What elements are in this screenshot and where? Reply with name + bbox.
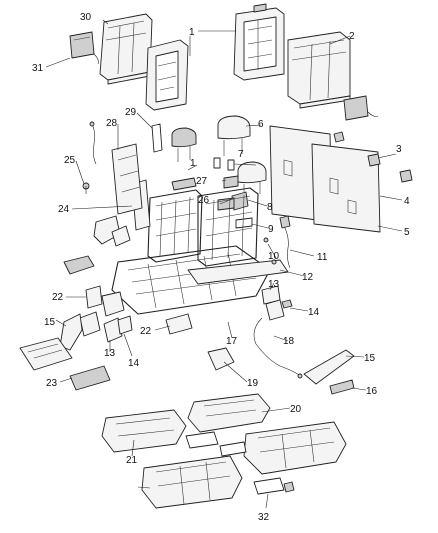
armrest-bracket-right	[343, 95, 379, 121]
clip-32	[283, 481, 295, 493]
headrest-6-lower	[237, 161, 267, 196]
seatback-frame-left	[147, 189, 203, 263]
callout-31: 31	[32, 63, 44, 74]
back-panel-31	[69, 31, 99, 65]
callout-1: 1	[189, 27, 195, 38]
leader-lines	[45, 19, 403, 509]
callout-15-right: 15	[364, 353, 376, 364]
bolt-25	[82, 182, 90, 194]
guide-sleeves-7	[213, 157, 235, 171]
seat-cushion-21-upper	[101, 409, 187, 453]
callout-22-upper: 22	[52, 292, 64, 303]
clip-3b	[399, 169, 413, 183]
pad-upper-small	[185, 431, 219, 449]
callout-26: 26	[198, 195, 210, 206]
back-panel-5	[311, 143, 381, 233]
pad-upper-right	[219, 441, 247, 457]
seat-cushion-20-lower	[243, 421, 347, 475]
callout-13-right: 13	[268, 279, 280, 290]
callout-14-right: 14	[308, 307, 320, 318]
bolts-10	[263, 237, 277, 265]
callout-9: 9	[268, 224, 274, 235]
handle-left-24	[93, 215, 131, 247]
callout-21: 21	[126, 455, 138, 466]
callout-25: 25	[64, 155, 76, 166]
cover-23b	[69, 365, 111, 391]
seatback-small-left	[99, 13, 153, 85]
callout-20: 20	[290, 404, 302, 415]
callout-labels: 1 2 3 4 5 6 7 8 9 10 11 12 13 13 14 14 1…	[32, 12, 410, 523]
callout-13-left: 13	[104, 348, 116, 359]
bezel-9	[235, 217, 253, 229]
callout-23: 23	[46, 378, 58, 389]
callout-14-left: 14	[128, 358, 140, 369]
callout-2: 2	[349, 31, 355, 42]
callout-12: 12	[302, 272, 314, 283]
seatback-frame-1-left	[145, 39, 189, 111]
callout-27: 27	[196, 176, 208, 187]
bracket-14-right	[265, 299, 293, 321]
callout-22-lower: 22	[140, 326, 152, 337]
cover-left-front	[63, 255, 95, 275]
callout-29: 29	[125, 107, 137, 118]
callout-30: 30	[80, 12, 92, 23]
trim-16	[329, 379, 355, 395]
bracket-22-upper	[85, 285, 103, 309]
callout-1-lower: 1	[190, 158, 196, 169]
callout-4: 4	[404, 196, 410, 207]
trim-15-left	[59, 313, 83, 351]
latch-27	[223, 175, 239, 189]
callout-16: 16	[366, 386, 378, 397]
latch-14-left	[117, 315, 133, 335]
cover-19	[207, 347, 235, 371]
bracket-22-lower	[165, 313, 193, 335]
callout-6: 6	[258, 119, 264, 130]
callout-3: 3	[396, 144, 402, 155]
seat-cushion-frame	[111, 245, 271, 315]
seatback-2	[287, 31, 351, 109]
tray-23	[19, 337, 73, 371]
callout-8: 8	[267, 202, 273, 213]
trim-panel-28	[111, 143, 143, 215]
bracket-cluster-left	[79, 291, 125, 343]
callout-7: 7	[238, 149, 244, 160]
clip-3a	[367, 153, 381, 167]
small-bracket-top	[171, 177, 197, 191]
callout-32: 32	[258, 512, 270, 523]
callout-19: 19	[247, 378, 259, 389]
seat-cushion-21-lower	[141, 455, 243, 509]
cable-11	[279, 215, 291, 269]
seatback-frame-1-right	[233, 3, 285, 81]
callout-24: 24	[58, 204, 70, 215]
seat-cushion-20-upper	[187, 393, 271, 433]
callout-15-left: 15	[44, 317, 56, 328]
headrest-left-small	[171, 127, 197, 162]
headrest-6-upper	[217, 115, 251, 156]
wire-harness-left	[89, 121, 97, 165]
callout-10: 10	[268, 251, 280, 262]
callout-11: 11	[317, 252, 328, 263]
cable-18	[253, 317, 303, 379]
pad-32	[253, 477, 285, 495]
callout-28: 28	[106, 118, 118, 129]
bracket-29	[151, 123, 163, 153]
callout-17: 17	[226, 336, 238, 347]
clip-3c	[333, 131, 345, 143]
callout-5: 5	[404, 227, 410, 238]
trim-15-right	[303, 349, 355, 385]
callout-18: 18	[283, 336, 295, 347]
